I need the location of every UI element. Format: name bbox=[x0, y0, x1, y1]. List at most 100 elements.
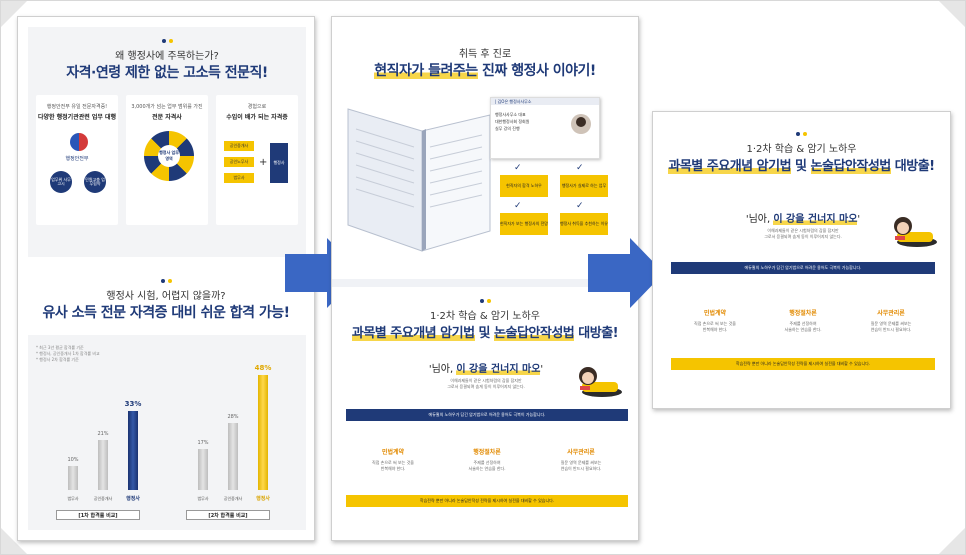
title-mid: 및 bbox=[791, 159, 811, 174]
subject-desc-line: 주제를 선정하여 bbox=[789, 321, 817, 326]
girl-illustration bbox=[894, 217, 937, 247]
value-label: 33% bbox=[124, 400, 142, 408]
quote-suffix: ' bbox=[540, 364, 544, 375]
check-icon: ✓ bbox=[514, 163, 522, 173]
subject-title: 사무관리론 bbox=[877, 310, 905, 317]
topic-card: 행정사가 실제로 하는 업무 bbox=[560, 175, 608, 197]
chart-note: * 행정사, 공인중개사 1차 합격률 비교 bbox=[36, 351, 100, 356]
quote-prefix: '님아, bbox=[428, 364, 457, 375]
quote-desc-line: 그로서 응결되며 숨게 동이 이루어지지 않는다. bbox=[764, 234, 842, 239]
chart-note: * 최근 3년 평균 합격률 기준 bbox=[36, 345, 84, 350]
dots-decor bbox=[28, 39, 306, 43]
feature-card-ministry: 행정안전부 유일 전문자격증! 다양한 행정기관관련 업무 대행 행정안전부 업… bbox=[36, 95, 118, 225]
card-caption: 경험으로 bbox=[247, 104, 267, 110]
page-curl-bottom-right bbox=[939, 528, 965, 554]
topic-card: 현직자의 합격 노하우 bbox=[500, 175, 548, 197]
value-label: 21% bbox=[97, 431, 109, 437]
subject-desc-line: 주제를 선정하여 bbox=[473, 460, 501, 465]
slide-panel-1[interactable]: 왜 행정사에 주목하는가? 자격·연령 제한 없는 고소득 전문직! 행정안전부… bbox=[17, 16, 315, 541]
quote-suffix: ' bbox=[857, 214, 861, 225]
section-title: 자격·연령 제한 없는 고소득 전문직! bbox=[66, 65, 268, 81]
quote-desc-line: 그로서 응결되며 숨게 동이 이루어지지 않는다. bbox=[447, 384, 525, 389]
slide-panel-2[interactable]: 취득 후 진로 현직자가 들려주는 진짜 행정사 이야기! | 김O은 행정사사… bbox=[331, 16, 639, 541]
category-label: 공인중개사 bbox=[223, 496, 243, 501]
career-header: 취득 후 진로 현직자가 들려주는 진짜 행정사 이야기! bbox=[332, 45, 638, 80]
subject-desc-line: 연습이 반드시 필요하다. bbox=[560, 466, 602, 471]
scope-wheel-center: 행정사 업무 영역 bbox=[158, 145, 180, 167]
chart-caption: [2차 합격률 비교] bbox=[186, 510, 270, 520]
value-label: 48% bbox=[254, 364, 272, 372]
quote-text: '님아, 이 강을 건너지 마오' bbox=[659, 210, 947, 225]
topic-card: 행정사 취득을 추천하는 이유 bbox=[560, 213, 608, 235]
bar-2-3 bbox=[258, 375, 268, 490]
section-subtitle: 1·2차 학습 & 암기 노하우 bbox=[429, 311, 541, 322]
value-label: 10% bbox=[67, 457, 79, 463]
card-headline: 다양한 행정기관관련 업무 대행 bbox=[37, 114, 117, 121]
navy-info-bar: 에듀윌의 노하우가 담긴 암기법으로 어려운 용어도 극복이 가능합니다. bbox=[671, 262, 935, 274]
seal-label: 행정안전부 bbox=[65, 156, 89, 162]
check-icon: ✓ bbox=[576, 201, 584, 211]
chart-caption: [1차 합격률 비교] bbox=[56, 510, 140, 520]
value-label: 28% bbox=[227, 414, 239, 420]
check-icon: ✓ bbox=[576, 163, 584, 173]
yellow-info-bar: 학습전략 뿐만 아니라 논술답안작성 전략을 제시하여 실전을 대비할 수 있습… bbox=[671, 358, 935, 370]
card-headline: 전문 자격사 bbox=[152, 114, 182, 121]
profile-line: 실무 강의 진행 bbox=[495, 126, 520, 131]
bar-1-1 bbox=[68, 466, 78, 490]
dots-decor bbox=[653, 132, 950, 136]
subject-desc-line: 질문 영역 문제를 써보는 bbox=[870, 321, 912, 326]
quote-description: 이해과제들이 같은 시험처럼의 감을 잡지만 그로서 응결되며 숨게 동이 이루… bbox=[342, 378, 630, 390]
chart-note: * 행정사 2차 합격률 기준 bbox=[36, 357, 79, 362]
category-label: 행정사 bbox=[126, 496, 140, 502]
subject-desc-line: 서술하는 연습을 한다. bbox=[784, 327, 822, 332]
section-title: 과목별 주요개념 암기법 및 논술답안작성법 대방출! bbox=[332, 322, 638, 341]
subject-desc-line: 반복해야 한다. bbox=[702, 327, 728, 332]
category-label: 공인중개사 bbox=[93, 496, 113, 501]
subject-title: 사무관리론 bbox=[567, 449, 595, 456]
title-highlight: 과목별 주요개념 암기법 bbox=[668, 159, 792, 174]
subject-desc-line: 직접 손으로 써 보는 것을 bbox=[694, 321, 736, 326]
title-highlight: 현직자가 들려주는 bbox=[374, 63, 478, 79]
license-box: 법무사 bbox=[224, 173, 254, 183]
slide-panel-3[interactable]: 1·2차 학습 & 암기 노하우 과목별 주요개념 암기법 및 논술답안작성법 … bbox=[652, 111, 951, 409]
subject-title: 행정절차론 bbox=[789, 310, 817, 317]
title-rest: 대방출! bbox=[574, 326, 619, 341]
subject-title: 민법계약 bbox=[703, 310, 727, 317]
dots-decor bbox=[18, 279, 314, 283]
quote-emphasis: 이 강을 건너지 마오 bbox=[773, 214, 858, 225]
bubble-tag: 민원고충 업무협약 bbox=[84, 171, 106, 193]
plus-sign: + bbox=[259, 157, 268, 168]
dots-decor bbox=[332, 299, 638, 303]
quote-emphasis: 이 강을 건너지 마오 bbox=[456, 364, 541, 375]
title-rest: 진짜 행정사 이야기! bbox=[477, 63, 596, 79]
quote-block: '님아, 이 강을 건너지 마오' 이해과제들이 같은 시험처럼의 감을 잡지만… bbox=[342, 360, 630, 390]
quote-block: '님아, 이 강을 건너지 마오' 이해과제들이 같은 시험처럼의 감을 잡지만… bbox=[659, 210, 947, 240]
category-label: 법무사 bbox=[197, 496, 209, 501]
quote-desc-line: 이해과제들이 같은 시험처럼의 감을 잡지만 bbox=[767, 228, 839, 233]
page-curl-top-right bbox=[939, 1, 965, 27]
quote-text: '님아, 이 강을 건너지 마오' bbox=[342, 360, 630, 375]
section-title: 현직자가 들려주는 진짜 행정사 이야기! bbox=[332, 60, 638, 80]
study-header: 1·2차 학습 & 암기 노하우 과목별 주요개념 암기법 및 논술답안작성법 … bbox=[332, 299, 638, 341]
section-divider bbox=[332, 279, 638, 287]
subject-title: 행정절차론 bbox=[473, 449, 501, 456]
quote-description: 이해과제들이 같은 시험처럼의 감을 잡지만 그로서 응결되며 숨게 동이 이루… bbox=[659, 228, 947, 240]
bar-1-3 bbox=[128, 411, 138, 490]
subject-desc-line: 질문 영역 문제를 써보는 bbox=[560, 460, 602, 465]
book-icon bbox=[347, 108, 491, 252]
profile-card: | 김O은 행정사사무소 행정사사무소 대표 대한행정사회 정회원 실무 강의 … bbox=[490, 97, 600, 159]
category-label: 행정사 bbox=[256, 496, 270, 502]
section-title: 유사 소득 전문 자격증 대비 쉬운 합격 가능! bbox=[42, 305, 290, 321]
why-header: 왜 행정사에 주목하는가? 자격·연령 제한 없는 고소득 전문직! bbox=[28, 39, 306, 82]
